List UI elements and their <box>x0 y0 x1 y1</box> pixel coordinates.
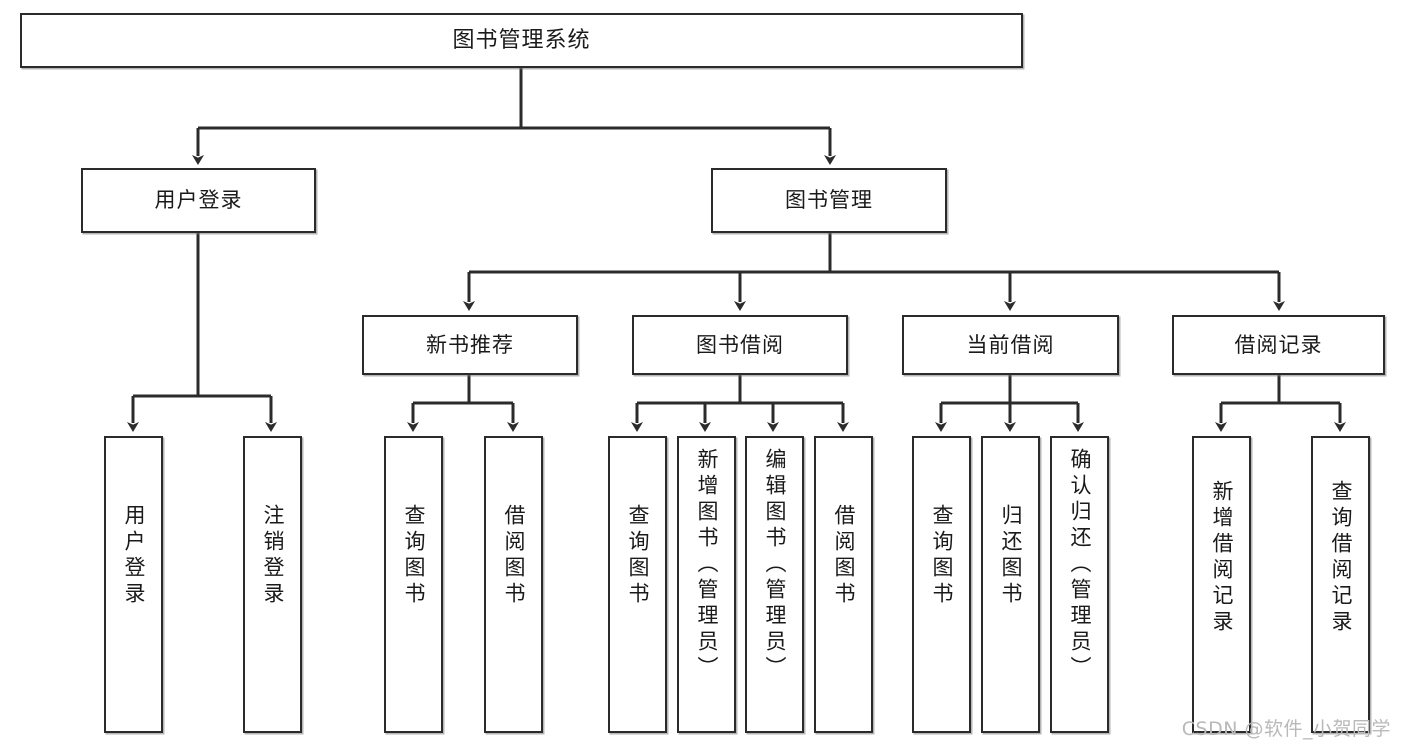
node-label: 查询图书 <box>402 504 426 608</box>
node-label: 用户登录 <box>154 188 243 213</box>
node-label: 图书借阅 <box>696 332 784 357</box>
leaf-query-borrow-record[interactable]: 查询借阅记录 <box>1311 436 1370 733</box>
leaf-borrow-book-borrow[interactable]: 借阅图书 <box>814 436 873 733</box>
node-label: 注销登录 <box>261 504 285 608</box>
node-new-book-recommend[interactable]: 新书推荐 <box>362 315 578 375</box>
node-label: 查询借阅记录 <box>1329 480 1353 636</box>
leaf-confirm-return-admin[interactable]: 确认归还（管理员） <box>1050 436 1109 733</box>
watermark-csdn: CSDN @软件_小贺同学 <box>1181 718 1391 740</box>
node-label: 查询图书 <box>626 504 650 608</box>
node-label: 借阅记录 <box>1234 332 1323 357</box>
node-label: 当前借阅 <box>966 332 1055 357</box>
leaf-borrow-book-recommend[interactable]: 借阅图书 <box>484 436 543 733</box>
node-label: 图书管理 <box>785 188 873 213</box>
leaf-query-book-borrow[interactable]: 查询图书 <box>608 436 667 733</box>
leaf-add-borrow-record[interactable]: 新增借阅记录 <box>1192 436 1251 733</box>
node-label: 借阅图书 <box>832 504 856 608</box>
leaf-logout-login[interactable]: 注销登录 <box>243 436 302 733</box>
node-label: 用户登录 <box>122 504 146 608</box>
leaf-add-book-admin[interactable]: 新增图书（管理员） <box>677 436 736 733</box>
node-label: 新书推荐 <box>426 332 514 357</box>
node-label: 归还图书 <box>999 504 1023 608</box>
node-label: 新增图书（管理员） <box>695 448 719 682</box>
leaf-user-login[interactable]: 用户登录 <box>104 436 163 733</box>
node-label: 编辑图书（管理员） <box>763 448 787 682</box>
leaf-edit-book-admin[interactable]: 编辑图书（管理员） <box>745 436 804 733</box>
node-user-login[interactable]: 用户登录 <box>81 168 316 233</box>
node-borrow-record[interactable]: 借阅记录 <box>1172 315 1385 375</box>
node-book-borrow[interactable]: 图书借阅 <box>632 315 848 375</box>
node-root-book-management-system[interactable]: 图书管理系统 <box>20 13 1023 68</box>
node-label: 确认归还（管理员） <box>1068 448 1092 682</box>
node-label: 新增借阅记录 <box>1210 480 1234 636</box>
node-current-borrow[interactable]: 当前借阅 <box>902 315 1119 375</box>
node-book-manage[interactable]: 图书管理 <box>711 168 947 233</box>
node-label: 查询图书 <box>930 504 954 608</box>
node-label: 借阅图书 <box>502 504 526 608</box>
leaf-return-book[interactable]: 归还图书 <box>981 436 1040 733</box>
leaf-query-book-current[interactable]: 查询图书 <box>912 436 971 733</box>
leaf-query-book-recommend[interactable]: 查询图书 <box>384 436 443 733</box>
node-label: 图书管理系统 <box>452 27 591 53</box>
